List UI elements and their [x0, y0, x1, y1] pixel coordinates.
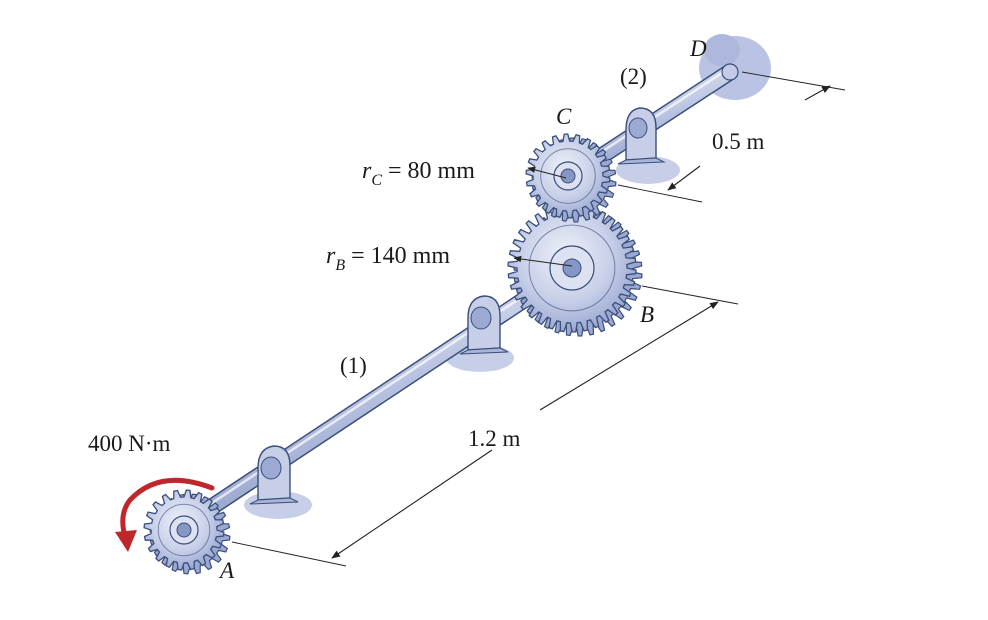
label-b: B — [640, 302, 654, 327]
label-rb: rB= 140 mm — [326, 243, 450, 274]
bearing-middle — [459, 295, 509, 355]
label-torque: 400 N·m — [88, 431, 171, 456]
gear-bore — [560, 168, 576, 184]
label-a: A — [218, 558, 235, 583]
label-dim-cd: 0.5 m — [712, 129, 765, 154]
dimension-ab — [231, 285, 739, 567]
label-dim-ab: 1.2 m — [468, 426, 521, 451]
torque-arrow — [115, 477, 215, 552]
label-shaft-1: (1) — [340, 353, 367, 378]
gear-b — [507, 203, 643, 337]
gear-ring — [528, 224, 616, 312]
gear-ring — [157, 503, 211, 557]
label-c: C — [556, 104, 572, 129]
gear-bore — [562, 258, 582, 278]
bearing-lower — [249, 445, 299, 505]
label-shaft-2: (2) — [620, 64, 647, 89]
radius-arrow-b — [513, 255, 573, 267]
label-rc: rC= 80 mm — [362, 158, 475, 189]
label-d: D — [689, 36, 707, 61]
gear-bore — [176, 522, 192, 538]
bearing-upper — [617, 107, 666, 165]
dimension-cd — [617, 71, 846, 203]
gear-a — [143, 489, 231, 575]
shaft-1 — [171, 259, 581, 537]
radius-arrow-c — [527, 166, 567, 179]
gear-ring — [540, 148, 596, 204]
gear-c — [525, 133, 617, 223]
